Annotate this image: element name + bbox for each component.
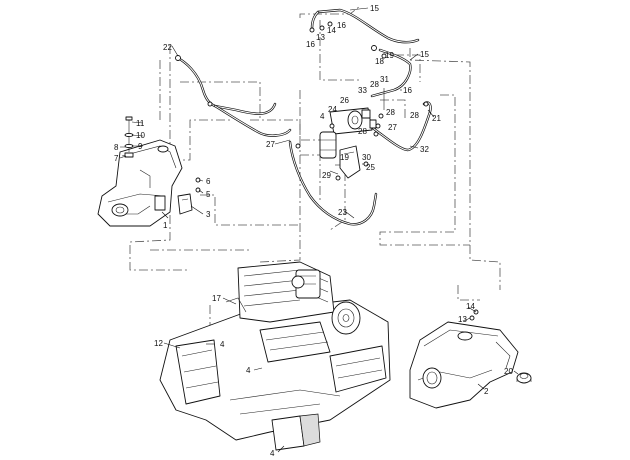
fuel-hose-15-right (370, 48, 412, 98)
callout-31: 31 (380, 75, 389, 84)
callout-4-bottom: 4 (246, 366, 251, 375)
callout-19-top: 19 (385, 51, 394, 60)
fuel-tank-right (409, 321, 519, 409)
callout-11: 11 (136, 119, 145, 128)
hardware-stack-left (124, 116, 134, 158)
callout-25: 25 (366, 163, 375, 172)
callout-6: 6 (206, 177, 211, 186)
callout-30: 30 (362, 153, 371, 162)
fuel-tank-left (97, 139, 183, 227)
hose-clamps (207, 21, 429, 149)
callout-4-left: 4 (220, 340, 225, 349)
callout-14-right: 14 (466, 302, 475, 311)
callout-28-c: 28 (358, 127, 367, 136)
callout-4-lower: 4 (270, 449, 275, 458)
fuel-filter-assembly (319, 88, 385, 181)
callout-28-d: 28 (410, 111, 419, 120)
callout-26: 26 (340, 96, 349, 105)
fuel-hose-15-top (310, 8, 420, 44)
callout-17: 17 (212, 294, 221, 303)
callout-18: 18 (375, 57, 384, 66)
callout-14-top: 14 (327, 26, 336, 35)
callout-5: 5 (206, 190, 211, 199)
callout-15-top: 15 (370, 4, 379, 13)
callout-19-mid: 19 (340, 153, 349, 162)
callout-24: 24 (328, 105, 337, 114)
callout-27-b: 27 (266, 140, 275, 149)
fuel-cap (516, 372, 532, 384)
callout-15-right: 15 (420, 50, 429, 59)
callout-28-a: 28 (370, 80, 379, 89)
callout-16-a: 16 (306, 40, 315, 49)
callout-8: 8 (114, 143, 119, 152)
callout-9: 9 (138, 142, 143, 151)
callout-12: 12 (154, 339, 163, 348)
callout-20: 20 (504, 367, 513, 376)
mount-bracket (177, 177, 201, 215)
leader-lines (119, 7, 519, 453)
callout-33: 33 (358, 86, 367, 95)
callout-1: 1 (163, 221, 168, 230)
callout-16-b: 16 (337, 21, 346, 30)
callout-13-top: 13 (316, 33, 325, 42)
callout-23: 23 (338, 208, 347, 217)
callout-22: 22 (163, 43, 172, 52)
callout-16-c: 16 (403, 86, 412, 95)
callout-29: 29 (322, 171, 331, 180)
callout-13-right: 13 (458, 315, 467, 324)
callout-28-b: 28 (386, 108, 395, 117)
fuel-hose-32 (368, 101, 432, 152)
callout-21: 21 (432, 114, 441, 123)
callout-3: 3 (206, 210, 211, 219)
callout-2: 2 (484, 387, 489, 396)
engine-frame-assembly (159, 261, 391, 451)
callout-4-top: 4 (320, 112, 325, 121)
fuel-hose-23 (288, 140, 378, 226)
callout-7: 7 (114, 154, 119, 163)
callout-labels: 11 10 9 8 7 6 5 3 1 22 15 16 13 14 16 19… (114, 4, 513, 458)
hardware-stack-right (469, 309, 479, 321)
callout-10: 10 (136, 131, 145, 140)
fuel-hose-22 (175, 55, 292, 137)
callout-27-a: 27 (388, 123, 397, 132)
callout-32: 32 (420, 145, 429, 154)
